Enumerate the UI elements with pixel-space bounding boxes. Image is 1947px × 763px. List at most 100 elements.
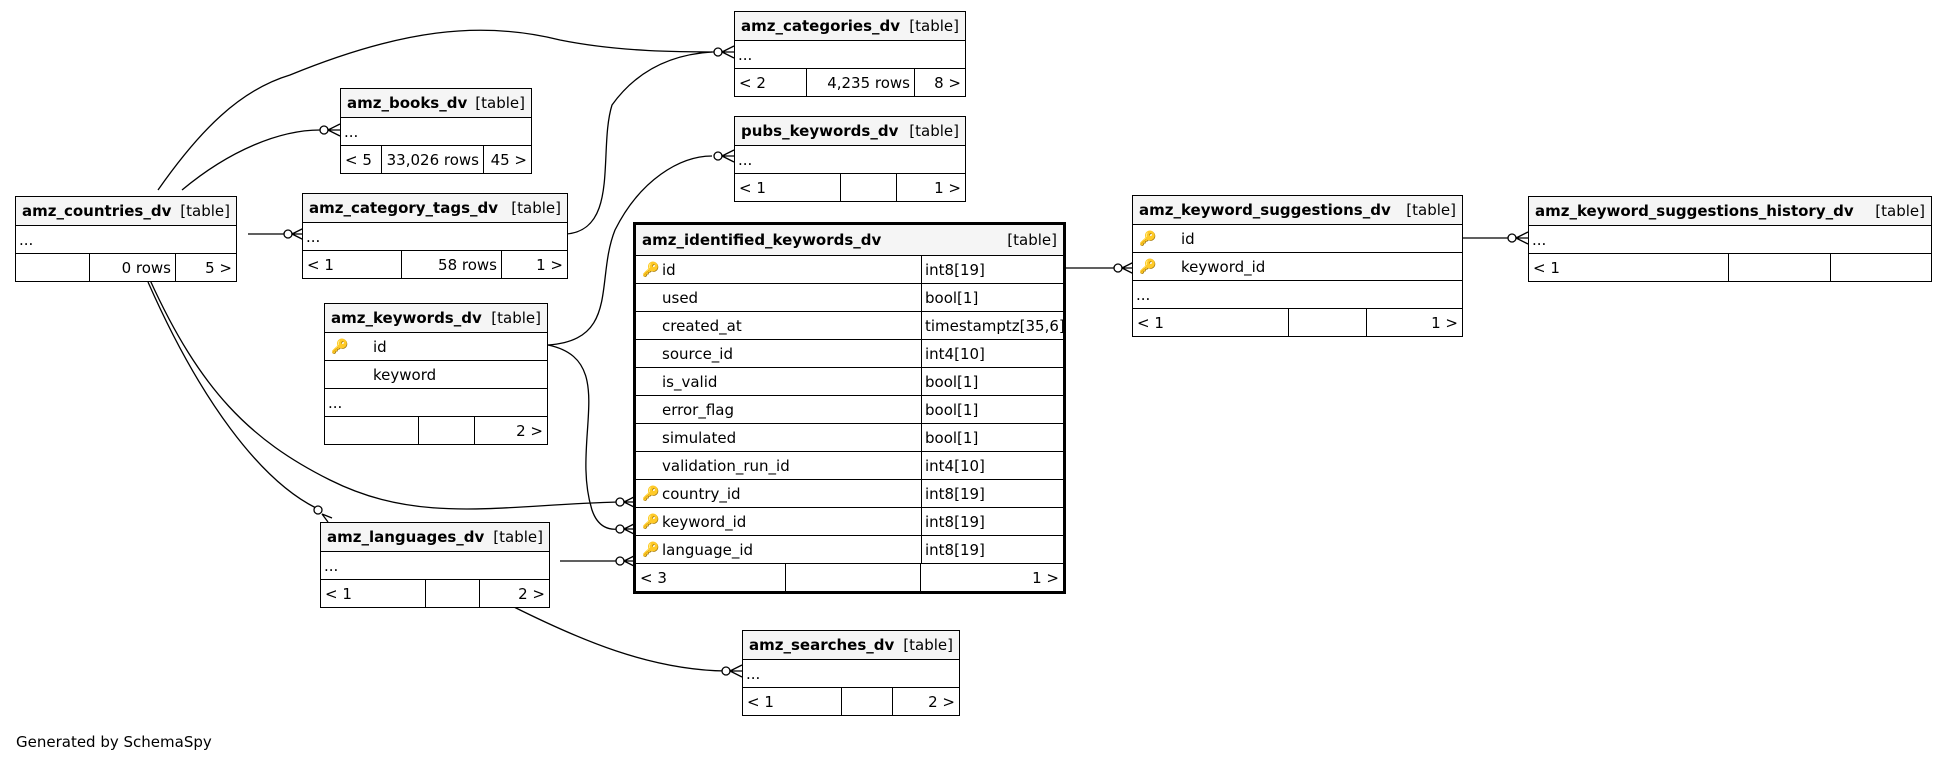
primary-key-icon: 🔑 [642, 261, 660, 278]
stat-rows [842, 688, 893, 715]
stat-rows [1289, 309, 1367, 336]
column-row[interactable]: 🔑keyword_id int8[19] [636, 507, 1063, 535]
ellipsis-row: ... [341, 117, 531, 145]
stats-row: < 3 1 > [636, 563, 1063, 591]
column-name: keyword_id [662, 512, 747, 531]
column-row[interactable]: 🔑language_id int8[19] [636, 535, 1063, 563]
stat-parents [325, 417, 419, 444]
table-amz-keyword-suggestions-dv[interactable]: amz_keyword_suggestions_dv[table] 🔑id 🔑k… [1132, 195, 1463, 337]
table-name: amz_identified_keywords_dv [642, 231, 882, 249]
column-name: id [662, 260, 676, 279]
column-name: language_id [662, 540, 754, 559]
foreign-key-icon: 🔑 [642, 485, 660, 502]
stat-parents: < 3 [636, 564, 786, 591]
foreign-key-icon: 🔑 [642, 541, 660, 558]
edge-countries-books [181, 129, 321, 191]
column-type: bool[1] [921, 368, 1063, 395]
table-tag: [table] [1406, 201, 1456, 219]
column-row[interactable]: used bool[1] [636, 283, 1063, 311]
stat-children: 1 > [536, 256, 563, 274]
column-name: is_valid [662, 372, 718, 391]
column-row[interactable]: 🔑id [1133, 224, 1462, 252]
column-name: id [373, 337, 387, 356]
stat-parents: < 1 [303, 251, 402, 278]
table-tag: [table] [180, 202, 230, 220]
column-name: used [662, 288, 699, 307]
table-tag: [table] [909, 122, 959, 140]
stat-parents: < 5 [341, 146, 382, 173]
ellipsis-row: ... [325, 388, 547, 416]
stat-parents: < 1 [743, 688, 842, 715]
edge-category-tags-categories [565, 51, 713, 235]
table-header: amz_keywords_dv [table] [325, 304, 547, 332]
column-type: int8[19] [921, 536, 1063, 563]
stat-parents: < 1 [321, 580, 426, 607]
column-row[interactable]: created_at timestamptz[35,6] [636, 311, 1063, 339]
primary-key-icon: 🔑 [331, 338, 349, 355]
column-row[interactable]: keyword [325, 360, 547, 388]
foreign-key-icon: 🔑 [642, 513, 660, 530]
table-name: amz_searches_dv [749, 636, 895, 654]
column-type: int8[19] [921, 256, 1063, 283]
table-name: amz_keywords_dv [331, 309, 482, 327]
column-name: simulated [662, 428, 737, 447]
edge-keywords-pubs [547, 155, 713, 346]
column-name: created_at [662, 316, 742, 335]
stat-rows [841, 174, 897, 201]
table-name: amz_keyword_suggestions_dv [1139, 201, 1391, 219]
table-header: amz_books_dv[table] [341, 89, 531, 117]
edge-countries-identified [149, 279, 619, 510]
table-name: amz_category_tags_dv [309, 199, 499, 217]
table-name: amz_books_dv [347, 94, 468, 112]
stat-rows: 58 rows [402, 251, 502, 278]
footer-credit: Generated by SchemaSpy [16, 733, 212, 751]
table-name: amz_countries_dv [22, 202, 172, 220]
stat-rows [1729, 254, 1831, 281]
column-row[interactable]: 🔑keyword_id [1133, 252, 1462, 280]
column-row[interactable]: is_valid bool[1] [636, 367, 1063, 395]
table-header: amz_countries_dv [table] [16, 197, 236, 225]
column-type: timestamptz[35,6] [921, 312, 1063, 339]
column-name: keyword_id [1181, 257, 1266, 276]
table-amz-keyword-suggestions-history-dv[interactable]: amz_keyword_suggestions_history_dv[table… [1528, 196, 1932, 282]
column-type: bool[1] [921, 284, 1063, 311]
column-row[interactable]: 🔑id int8[19] [636, 255, 1063, 283]
stat-children: 1 > [1032, 569, 1059, 587]
column-row[interactable]: 🔑 id [325, 332, 547, 360]
ellipsis-row: ... [321, 551, 549, 579]
ellipsis-row: ... [1529, 225, 1931, 253]
table-tag: [table] [511, 199, 561, 217]
column-type: int8[19] [921, 508, 1063, 535]
table-tag: [table] [491, 309, 541, 327]
stat-children: 1 > [934, 179, 961, 197]
stat-rows: 4,235 rows [807, 69, 915, 96]
ellipsis-row: ... [1133, 280, 1462, 308]
stat-children: 1 > [1431, 314, 1458, 332]
column-name: source_id [662, 344, 734, 363]
table-tag: [table] [1875, 202, 1925, 220]
stat-children: 45 > [490, 151, 527, 169]
table-amz-keywords-dv[interactable]: amz_keywords_dv[table] 🔑id keyword ... 2… [324, 303, 548, 445]
stat-rows [426, 580, 480, 607]
ellipsis-row: ... [303, 222, 567, 250]
primary-key-icon: 🔑 [1139, 230, 1157, 247]
column-type: int8[19] [921, 480, 1063, 507]
stat-children: 8 > [934, 74, 961, 92]
